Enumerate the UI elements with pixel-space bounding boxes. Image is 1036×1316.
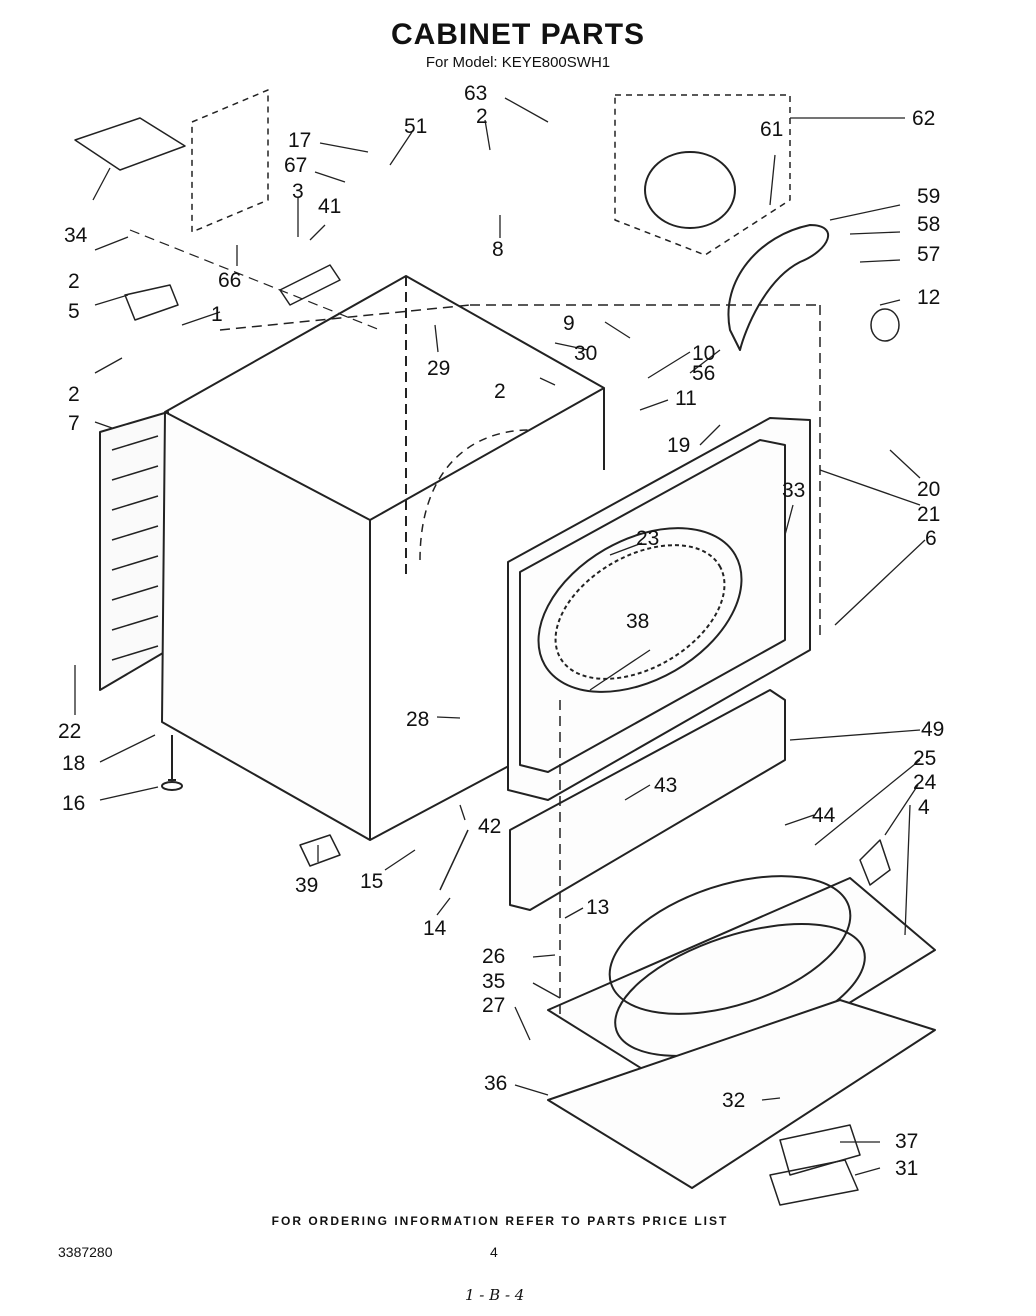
callout-label: 56 — [692, 362, 715, 385]
callout-label: 44 — [812, 804, 836, 827]
callout-label: 33 — [782, 479, 805, 502]
callout-label: 5 — [68, 300, 80, 323]
callout-label: 42 — [478, 815, 501, 838]
callout-label: 41 — [318, 195, 341, 218]
callout-label: 16 — [62, 792, 85, 815]
page-number: 4 — [490, 1244, 498, 1260]
callout-label: 51 — [404, 115, 427, 138]
callout-label: 12 — [917, 286, 940, 309]
callout-label: 34 — [64, 224, 88, 247]
callout-label: 2 — [494, 380, 506, 403]
callout-label: 20 — [917, 478, 940, 501]
callout-label: 15 — [360, 870, 383, 893]
callout-labels: 63 2 17 51 67 3 41 34 66 2 5 1 2 7 8 62 … — [58, 82, 944, 1180]
callout-label: 59 — [917, 185, 940, 208]
cabinet-drawing — [74, 89, 936, 1206]
callout-label: 14 — [423, 917, 447, 940]
model-subtitle: For Model: KEYE800SWH1 — [425, 54, 611, 71]
leader-lines — [74, 97, 926, 1176]
callout-label: 1 — [211, 303, 223, 326]
callout-label: 2 — [476, 105, 488, 128]
callout-label: 18 — [62, 752, 85, 775]
callout-label: 8 — [492, 238, 504, 261]
callout-label: 6 — [925, 527, 937, 550]
callout-label: 11 — [675, 387, 697, 410]
callout-label: 58 — [917, 213, 940, 236]
callout-label: 29 — [427, 357, 450, 380]
callout-label: 43 — [654, 774, 677, 797]
callout-label: 35 — [482, 970, 505, 993]
callout-label: 37 — [895, 1130, 918, 1153]
callout-label: 2 — [68, 270, 80, 293]
callout-label: 13 — [586, 896, 609, 919]
callout-label: 49 — [921, 718, 944, 741]
ordering-note: FOR ORDERING INFORMATION REFER TO PARTS … — [271, 1214, 729, 1228]
callout-label: 39 — [295, 874, 318, 897]
callout-label: 3 — [292, 180, 304, 203]
callout-label: 23 — [636, 527, 659, 550]
document-number: 3387280 — [58, 1244, 113, 1260]
callout-label: 19 — [667, 434, 690, 457]
diagram-title: CABINET PARTS — [390, 18, 646, 51]
callout-label: 21 — [917, 503, 940, 526]
callout-label: 32 — [722, 1089, 745, 1112]
callout-label: 62 — [912, 107, 935, 130]
callout-label: 67 — [284, 154, 307, 177]
callout-label: 57 — [917, 243, 940, 266]
callout-label: 61 — [760, 118, 783, 141]
callout-label: 4 — [918, 796, 930, 819]
callout-label: 28 — [406, 708, 429, 731]
callout-label: 63 — [464, 82, 487, 105]
callout-label: 36 — [484, 1072, 507, 1095]
callout-label: 22 — [58, 720, 81, 743]
callout-label: 7 — [68, 412, 80, 435]
callout-label: 31 — [895, 1157, 918, 1180]
callout-label: 26 — [482, 945, 505, 968]
callout-label: 27 — [482, 994, 505, 1017]
callout-label: 17 — [288, 129, 311, 152]
callout-label: 24 — [913, 771, 937, 794]
callout-label: 25 — [913, 747, 936, 770]
callout-label: 2 — [68, 383, 80, 406]
callout-label: 38 — [626, 610, 649, 633]
callout-label: 66 — [218, 269, 241, 292]
callout-label: 9 — [563, 312, 575, 335]
callout-label: 10 — [692, 342, 715, 365]
callout-label: 30 — [574, 342, 597, 365]
handwritten-note: 1 - B - 4 — [465, 1286, 525, 1304]
